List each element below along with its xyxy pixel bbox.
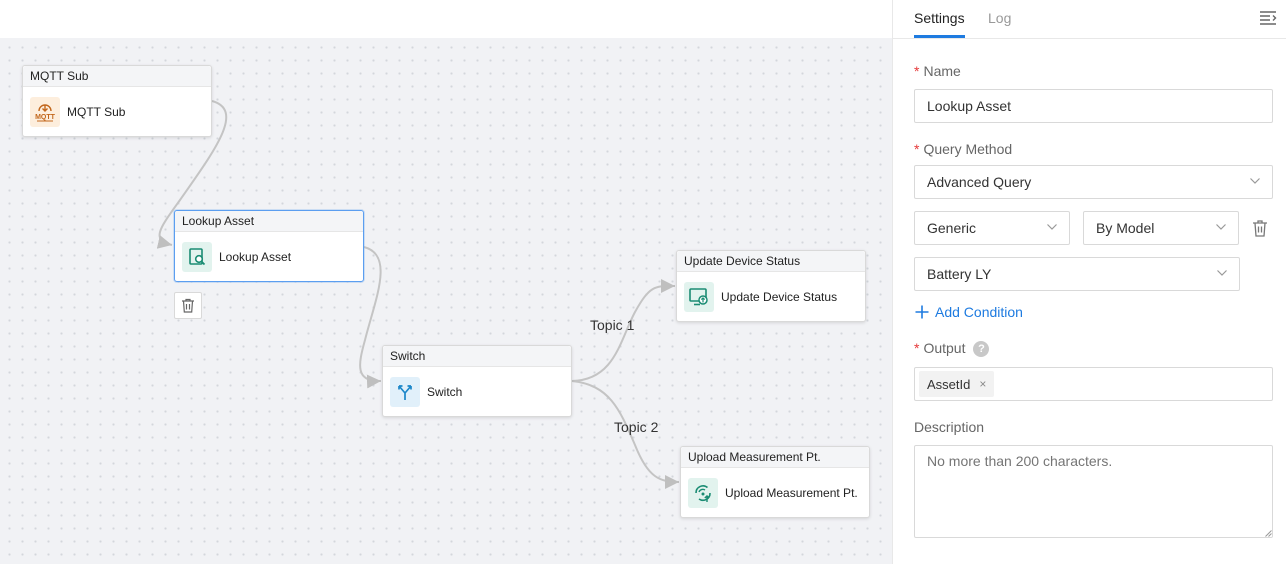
node-title: Update Device Status [721, 289, 838, 304]
edge-label-topic-1: Topic 1 [590, 317, 635, 333]
node-title: Switch [427, 384, 463, 399]
node-title: MQTT Sub [67, 104, 126, 119]
edge-label-topic-2: Topic 2 [614, 419, 659, 435]
delete-node-button[interactable] [174, 292, 202, 319]
node-update-device-status[interactable]: Update Device Status Update Device Statu… [676, 250, 866, 322]
node-header: Lookup Asset [175, 211, 363, 232]
mqtt-icon-text: MQTT [35, 114, 56, 121]
device-status-icon [684, 281, 714, 312]
node-switch[interactable]: Switch Switch [382, 345, 572, 417]
trash-icon[interactable] [1252, 219, 1268, 237]
panel-tabs: Settings Log [893, 0, 1286, 39]
description-field[interactable] [914, 445, 1273, 538]
output-tag: AssetId × [919, 371, 995, 397]
node-header: Upload Measurement Pt. [681, 447, 869, 468]
settings-panel: Settings Log *Name Lookup Asset *Query M… [892, 0, 1286, 564]
condition-scope-value: Generic [927, 220, 977, 236]
canvas-toolbar-area [0, 0, 892, 38]
query-method-label-text: Query Method [923, 141, 1013, 157]
chevron-down-icon [1047, 224, 1057, 230]
node-header: Update Device Status [677, 251, 865, 272]
output-label: *Output? [914, 340, 990, 357]
model-select[interactable]: Battery LY [914, 257, 1240, 291]
description-label: Description [914, 419, 985, 435]
node-title: Lookup Asset [219, 249, 292, 264]
help-icon[interactable]: ? [973, 341, 990, 357]
query-method-label: *Query Method [914, 141, 1012, 157]
resize-grip-icon[interactable] [1265, 530, 1272, 537]
name-field[interactable]: Lookup Asset [914, 89, 1273, 123]
close-icon[interactable]: × [979, 377, 987, 391]
lookup-asset-icon [182, 241, 212, 272]
condition-by-value: By Model [1096, 220, 1155, 236]
output-tag-label: AssetId [927, 376, 971, 392]
trash-icon [182, 298, 194, 313]
chevron-down-icon [1216, 224, 1226, 230]
node-header: MQTT Sub [23, 66, 211, 87]
required-mark: * [914, 340, 920, 356]
node-lookup-asset[interactable]: Lookup Asset Lookup Asset [174, 210, 364, 282]
node-mqtt-sub[interactable]: MQTT Sub MQTT MQTT Sub [22, 65, 212, 137]
condition-scope-select[interactable]: Generic [914, 211, 1070, 245]
mqtt-icon: MQTT [30, 96, 60, 127]
chevron-down-icon [1250, 178, 1260, 184]
node-header: Switch [383, 346, 571, 367]
plus-icon [915, 305, 929, 319]
model-value: Battery LY [927, 266, 992, 282]
required-mark: * [914, 141, 920, 157]
node-title: Upload Measurement Pt. [725, 485, 858, 500]
add-condition-label: Add Condition [935, 304, 1023, 320]
output-label-text: Output [923, 340, 966, 356]
tab-log[interactable]: Log [988, 10, 1012, 26]
add-condition-button[interactable]: Add Condition [915, 304, 1023, 320]
active-tab-indicator [914, 35, 965, 38]
node-upload-measurement[interactable]: Upload Measurement Pt. Upload Measuremen… [680, 446, 870, 518]
required-mark: * [914, 63, 920, 79]
tab-settings[interactable]: Settings [914, 10, 965, 26]
collapse-panel-icon[interactable] [1259, 10, 1277, 26]
switch-branch-icon [390, 376, 420, 407]
name-label: *Name [914, 63, 961, 79]
name-label-text: Name [923, 63, 961, 79]
upload-measurement-icon [688, 477, 718, 508]
query-method-select[interactable]: Advanced Query [914, 165, 1273, 199]
query-method-value: Advanced Query [927, 174, 1032, 190]
output-field[interactable]: AssetId × [914, 367, 1273, 401]
condition-by-select[interactable]: By Model [1083, 211, 1239, 245]
chevron-down-icon [1217, 270, 1227, 276]
